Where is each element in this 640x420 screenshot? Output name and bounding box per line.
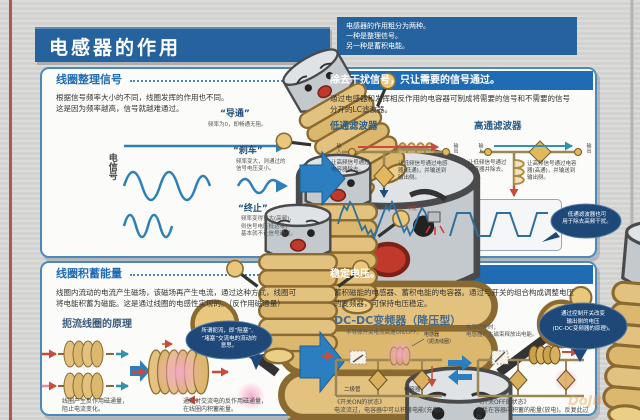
section1-right-header: 除去干扰信号，只让需要的信号通过。 — [330, 75, 500, 86]
highpass-input-label: 输入 — [477, 143, 484, 153]
highpass-output-label: 输出 — [585, 143, 592, 153]
lowpass-caption-left: 让高频信号通过 电容器除去。 — [331, 160, 370, 173]
lowpass-input-label: 输入 — [335, 143, 342, 153]
section2-body-line1: 线圈内流动的电流产生磁场，该磁场再产生电流，通过这种方式，线圈可 — [56, 288, 296, 297]
brake-desc: 频率变大，则通过的 信号电压变小。 — [236, 159, 286, 172]
intro-line-1: 电感器的作用粗分为两种。 — [346, 22, 430, 30]
page-title: 电感器的作用 — [49, 37, 182, 59]
conduct-label: “导通” — [220, 109, 250, 119]
diode-label: 二极管 — [344, 387, 361, 393]
signal-axis-label: 电信号 — [106, 153, 117, 180]
lowpass-caption-right: 让低频信号通过电感 器(低通)，并输送到 输出侧。 — [398, 161, 448, 181]
intro-box: 电感器的作用粗分为两种。 一种是整理信号。 另一种是蓄积电能。 — [337, 17, 577, 55]
section2-left-header: 线圈积蓄能量 — [56, 267, 122, 280]
intro-line-3: 另一种是蓄积电能。 — [346, 42, 409, 50]
page-fold-line — [630, 0, 634, 420]
stop-desc: 频率变得更大(高频)， 则信号电压抵达零， 基本就不让信号通过。 — [241, 216, 297, 237]
switch-off-caption: 《开关OFF的状态》 消耗在容器内积蓄的能量(放电)。反复此过程。 — [476, 399, 589, 420]
capacitor-label: 电容器 — [404, 387, 421, 393]
section1-left-header: 线圈整理信号 — [56, 73, 122, 86]
section2-right-body1: 蓄积磁能的电感器、蓄积电能的电容器。通过与开关的组合构成调整电压 — [334, 288, 574, 297]
page-title-bar: 电感器的作用 — [35, 27, 330, 62]
section1-right-body1: 通过电感器和发挥相反作用的电容器可制成将需要的信号和不需要的信号 — [330, 94, 570, 103]
choke-caption-2: 通过对交流电的反作用磁通量， 在线圈内积蓄能量。 — [183, 398, 268, 413]
section1-dotted-leader — [130, 80, 322, 82]
intro-line-2: 一种是整理信号。 — [346, 32, 402, 40]
dcdc-note-1: 半导体开关电流高速ON/OFF。 — [346, 330, 422, 336]
dcdc-note-2: 电流切断时， 电感器产生磁束释放出电能。 — [466, 325, 538, 338]
switch-on-caption: 《开关ON的状态》 电流流过，电容器中可以积蓄电能(充电)。 — [334, 399, 447, 414]
dcdc-subtitle: DC-DC变频器（降压型） — [334, 314, 462, 327]
section1-body-line2: 这是因为频率越高，信号就越难通过。 — [56, 104, 184, 113]
converter-bubble-text: 通过控制开关改变 输出侧的电压 (DC-DC变频器的原理)。 — [552, 311, 614, 332]
waveform-strip — [332, 199, 562, 251]
conduct-desc: 频率为0，即畅通无阻。 — [208, 122, 267, 128]
section1-right-body2: 分开的LC滤波器。 — [330, 105, 392, 114]
section2-right-header: 稳定电压。 — [330, 269, 380, 280]
page-edge-line — [9, 0, 12, 420]
noise-label: 干扰 — [407, 206, 418, 212]
section2-dotted-leader — [130, 274, 322, 276]
inductor-label: 电感器 （扼流线圈） — [424, 332, 455, 345]
brake-label: “刹车” — [233, 146, 263, 156]
section2-right-body2: 的变频器，可保持电压稳定。 — [334, 299, 432, 308]
lowpass-output-label: 输出 — [452, 143, 459, 153]
choke-caption-1: 线圈产生反作用磁通量， 阻止电流变化。 — [62, 398, 129, 413]
choke-bubble-text: 所谓扼流，即“阻塞”、 “堵塞”交流电的流动的 意思。 — [201, 328, 257, 349]
watermark: DoJB — [568, 394, 603, 409]
section1-body-line1: 根据信号频率大小的不同，线圈发挥的作用也不同。 — [56, 93, 229, 102]
stop-label: “终止” — [238, 204, 268, 214]
lowpass-bubble-text: 低通滤波器也可 用于除去高频干扰。 — [562, 212, 612, 225]
highpass-title: 高通滤波器 — [474, 121, 522, 132]
highpass-caption-right: 让高频信号通过电容 器(高通)，并输送到 输出侧。 — [527, 161, 577, 181]
lowpass-title: 低通滤波器 — [330, 121, 378, 132]
choke-subtitle: 扼流线圈的原理 — [62, 319, 132, 330]
section2-body-line2: 将电能积蓄为磁能。这是通过线圈的电感性实现的。（反作用磁通量） — [56, 299, 285, 308]
highpass-caption-left: 让低频信号通过 电感器并除去。 — [468, 160, 507, 173]
